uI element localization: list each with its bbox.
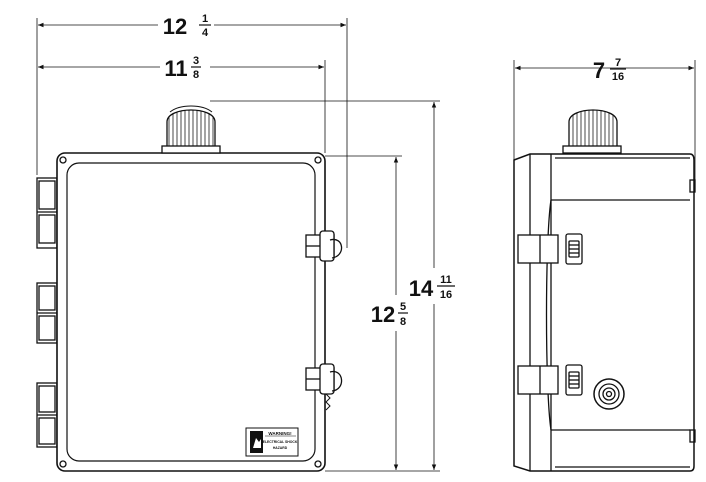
dim-whole: 12: [163, 14, 187, 39]
dim-denominator: 8: [193, 69, 199, 81]
dim-denominator: 8: [400, 316, 406, 328]
dim-numerator: 3: [193, 55, 199, 67]
dim-enclosure-width: 11 3 8: [164, 55, 201, 81]
dim-denominator: 4: [202, 27, 209, 39]
alarm-light-side: [562, 109, 622, 154]
side-hinge-bottom: [517, 364, 583, 396]
dim-overall-width: 12 1 4: [163, 13, 211, 39]
side-connector: [593, 378, 625, 410]
dim-numerator: 11: [440, 274, 452, 286]
alarm-light: [161, 105, 221, 154]
side-hinge-top: [517, 233, 583, 265]
dim-whole: 7: [593, 58, 605, 83]
warning-label-title: WARNING!: [268, 431, 292, 436]
dim-overall-height: 14 11 16: [409, 274, 455, 301]
warning-label: [245, 427, 299, 457]
enclosure-lid: [66, 162, 316, 462]
side-body: [513, 153, 695, 472]
dim-numerator: 7: [615, 57, 621, 69]
dim-denominator: 16: [612, 71, 624, 83]
dim-denominator: 16: [440, 289, 452, 301]
dim-whole: 14: [409, 276, 434, 301]
dim-depth: 7 7 16: [593, 57, 626, 83]
bottom-latch: [305, 363, 343, 411]
dim-numerator: 1: [202, 13, 208, 25]
enclosure-body: [56, 152, 326, 472]
dim-whole: 12: [371, 302, 395, 327]
dim-whole: 11: [164, 56, 187, 81]
warning-label-line2: HAZARD: [273, 446, 288, 450]
side-view: [513, 60, 696, 472]
front-view: [36, 105, 343, 472]
corner-screws: [59, 156, 322, 468]
dim-enclosure-height: 12 5 8: [371, 301, 408, 328]
warning-label-line1: ELECTRICAL SHOCK: [263, 440, 298, 444]
dim-numerator: 5: [400, 301, 406, 313]
left-side-fittings: [36, 177, 58, 448]
top-latch: [305, 230, 343, 262]
